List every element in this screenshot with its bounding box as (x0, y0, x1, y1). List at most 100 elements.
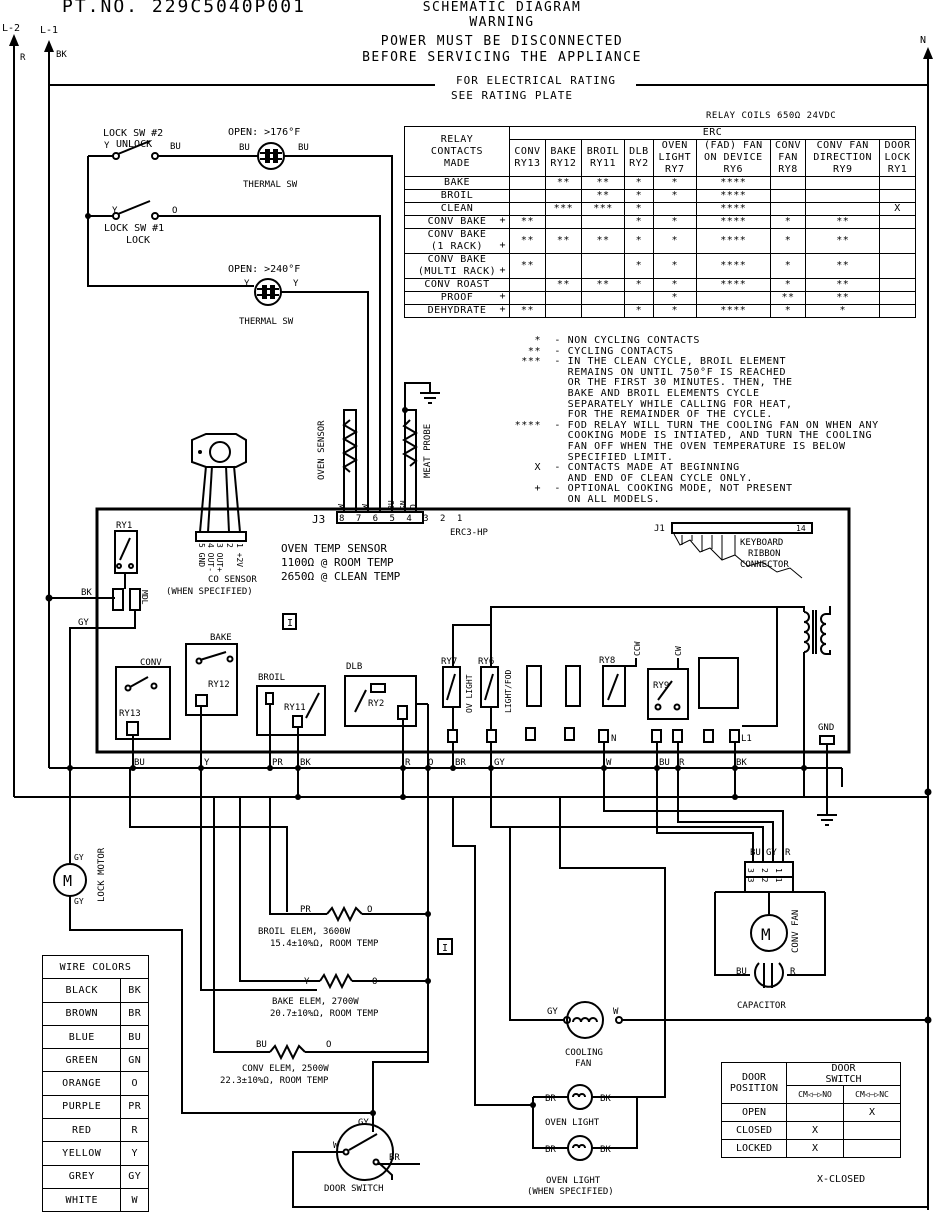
wire-colors-title: WIRE COLORS (42, 954, 149, 980)
svg-text:O: O (172, 206, 177, 216)
note-line: OR THE FIRST 30 MINUTES. THEN, THE (508, 377, 793, 389)
co-pin-2: 2 (225, 543, 234, 548)
warning-line-1: POWER MUST BE DISCONNECTED (381, 34, 624, 49)
broil-elem-line1: BROIL ELEM, 3600W (258, 927, 351, 937)
relay-cell (879, 228, 916, 254)
relay-cell: **** (696, 304, 771, 318)
l2-arrow (9, 34, 19, 46)
l2-color: R (20, 53, 26, 63)
relay-mode-row: CLEAN***********X (404, 202, 916, 216)
relay-cell: **** (696, 189, 771, 203)
sensors: OVEN SENSOR MEAT PROBE W W BU GN O 8 7 6… (312, 382, 462, 526)
relay-cell: ** (509, 304, 546, 318)
relay-cell: *** (544, 202, 582, 216)
legend-notes: * - NON CYCLING CONTACTS ** - CYCLING CO… (508, 335, 879, 506)
svg-text:BU: BU (659, 758, 670, 768)
relay-cell: X (879, 202, 916, 216)
svg-text:BR: BR (455, 758, 466, 768)
oven-light2-label: OVEN LIGHT (546, 1176, 601, 1186)
svg-text:BK: BK (81, 588, 92, 598)
ry9-label: RY9 (653, 681, 669, 691)
ots-line2: 1100Ω @ ROOM TEMP (281, 556, 394, 569)
mode-name: CONV BAKE(MULTI RACK)+ (404, 253, 510, 279)
note-line: ** - CYCLING CONTACTS (508, 345, 674, 357)
relay-cell (544, 189, 582, 203)
relay-cell: ** (805, 253, 881, 279)
thermal-sw2-open-label: OPEN: >240°F (228, 264, 300, 275)
svg-text:BU: BU (750, 848, 761, 858)
diagram-title: SCHEMATIC DIAGRAM (423, 0, 582, 15)
bake-label: BAKE (210, 633, 232, 643)
relay-cell (879, 189, 916, 203)
note-line: * - NON CYCLING CONTACTS (508, 335, 700, 346)
svg-text:W: W (361, 504, 370, 509)
svg-text:GY: GY (74, 853, 84, 862)
mode-name: CONV BAKE(1 RACK)+ (404, 228, 510, 254)
relay-mode-row: CONV BAKE+*********** (404, 215, 916, 229)
wire-color-cell: BROWN (41, 1001, 122, 1026)
svg-text:GY: GY (78, 618, 89, 628)
bake-elem-line2: 20.7±10%Ω, ROOM TEMP (270, 1009, 379, 1019)
wire-color-cell: PR (120, 1094, 149, 1120)
relay-cell (580, 253, 626, 279)
note-line: COOKING MODE IS INTIATED, AND TURN THE C… (508, 430, 873, 442)
keyboard-line1: KEYBOARD (740, 538, 783, 548)
mdl-label: MDL (140, 590, 149, 605)
relay-cell: **** (696, 228, 771, 254)
wire-color-cell: RED (41, 1118, 122, 1143)
oven-light2-when: (WHEN SPECIFIED) (527, 1187, 614, 1197)
svg-text:BU: BU (239, 143, 250, 153)
j3-label: J3 (312, 513, 325, 526)
ry8-label: RY8 (599, 656, 615, 666)
relay-cell: **** (696, 278, 771, 292)
co-pin-5: 5 GND (197, 543, 206, 567)
relay-cell (879, 253, 916, 279)
board-label: ERC3-HP (450, 528, 489, 538)
relay-cell: ** (509, 215, 546, 229)
ry11-label: RY11 (284, 703, 306, 713)
relay-cell: * (652, 189, 698, 203)
relay-cell: * (624, 215, 654, 229)
svg-text:BK: BK (600, 1094, 611, 1104)
relay-cell: * (769, 278, 807, 292)
header: PT.NO. 229C5040P001 SCHEMATIC DIAGRAM WA… (62, 0, 640, 102)
svg-text:O: O (367, 905, 372, 915)
wire-color-cell: Y (120, 1141, 149, 1166)
relay-cell: ** (805, 278, 881, 292)
note-line: FOR THE REMAINDER OF THE CYCLE. (508, 409, 773, 421)
svg-text:BU: BU (256, 1040, 267, 1050)
relay-cell (509, 278, 546, 292)
ry1-label: RY1 (116, 521, 132, 531)
door-switch-cell: OPEN (721, 1103, 787, 1122)
note-line: AND END OF CLEAN CYCLE ONLY. (508, 472, 753, 484)
ry7-label: RY7 (441, 657, 457, 667)
wire-color-cell: WHITE (41, 1187, 122, 1213)
svg-text:Y: Y (204, 758, 210, 768)
wire-color-cell: BK (120, 978, 149, 1003)
ccw-label: CCW (633, 641, 642, 656)
door-switch-cell (843, 1139, 901, 1158)
relay-cell (544, 253, 582, 279)
ry2-label: RY2 (368, 699, 384, 709)
relay-cell (879, 278, 916, 292)
keyboard-line2: RIBBON (748, 549, 781, 559)
svg-text:O: O (326, 1040, 331, 1050)
relay-cell: **** (696, 215, 771, 229)
optional-mark: + (499, 265, 506, 276)
svg-text:BK: BK (600, 1145, 611, 1155)
relay-cell: ** (580, 278, 626, 292)
wire-color-cell: PURPLE (41, 1094, 122, 1120)
note-line: ON ALL MODELS. (508, 493, 661, 505)
ry6-label: RY6 (478, 657, 494, 667)
svg-text:BU: BU (134, 758, 145, 768)
part-number: PT.NO. 229C5040P001 (62, 0, 306, 17)
